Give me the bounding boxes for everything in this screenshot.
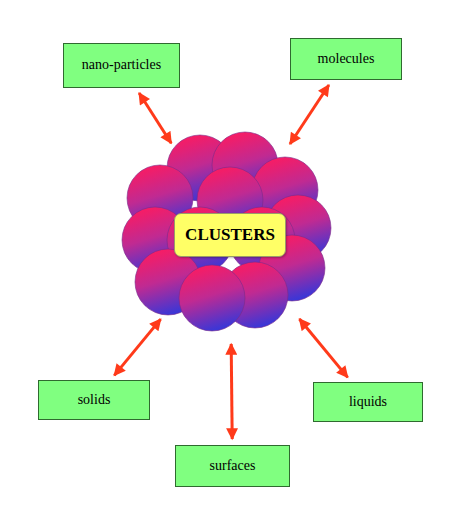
nano-box: nano-particles xyxy=(63,43,180,88)
double-arrow xyxy=(114,319,160,375)
node-label: nano-particles xyxy=(78,55,165,75)
solids-box: solids xyxy=(38,380,150,420)
double-arrow xyxy=(139,93,171,143)
surfaces-box: surfaces xyxy=(175,445,290,487)
molecules-box: molecules xyxy=(290,38,402,80)
double-arrow xyxy=(290,85,329,144)
node-label: liquids xyxy=(345,392,391,412)
liquids-box: liquids xyxy=(313,382,423,422)
sphere xyxy=(179,265,245,331)
node-label: CLUSTERS xyxy=(185,225,275,245)
cluster-node: CLUSTERS xyxy=(125,130,335,340)
cluster-label-box: CLUSTERS xyxy=(174,213,286,257)
double-arrow xyxy=(231,344,232,439)
node-label: solids xyxy=(74,390,115,410)
node-label: surfaces xyxy=(206,456,260,476)
double-arrow xyxy=(299,319,347,377)
node-label: molecules xyxy=(314,49,379,69)
